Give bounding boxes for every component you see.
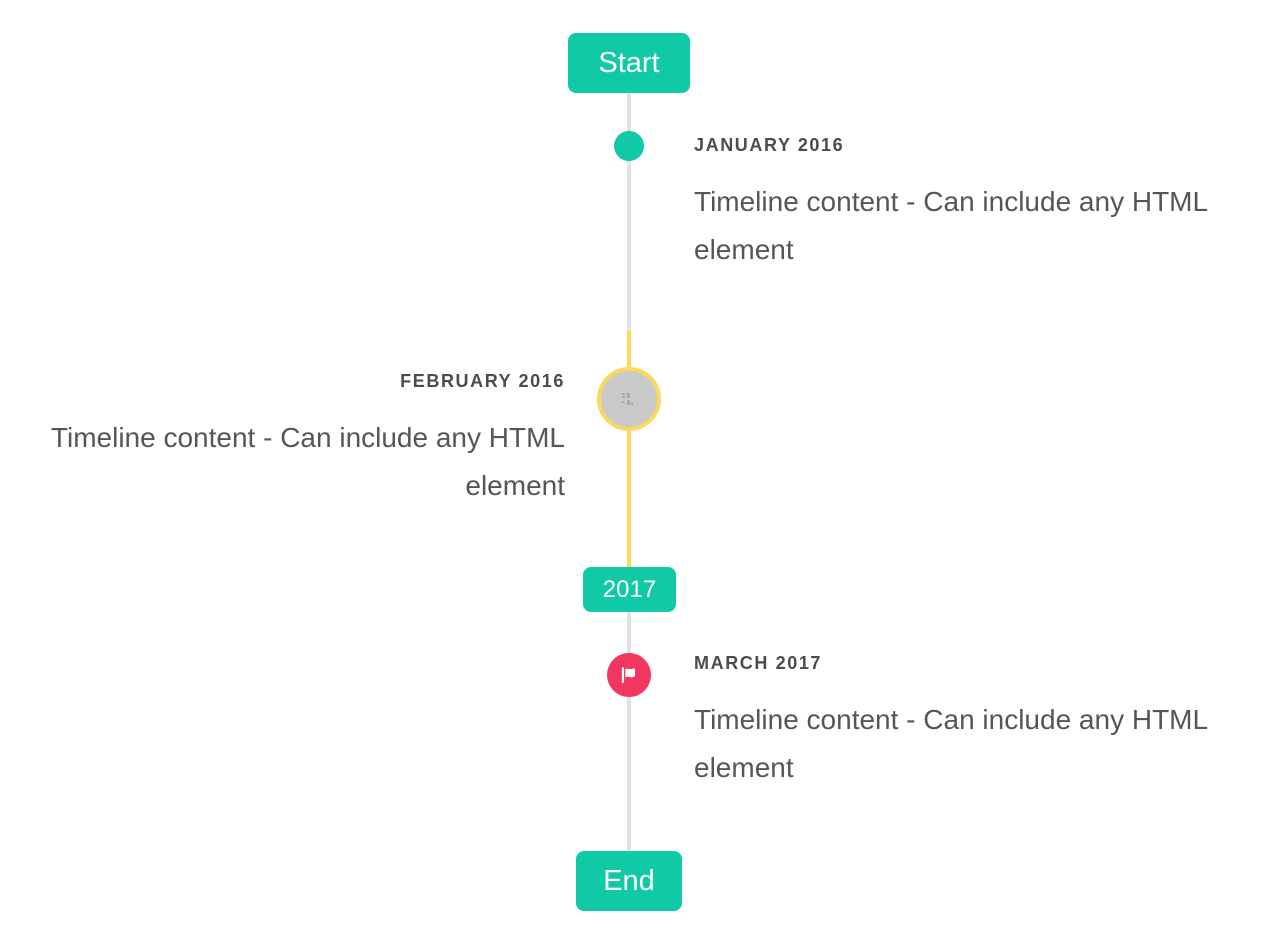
timeline-entry: FEBRUARY 2016 Timeline content - Can inc… <box>25 370 565 510</box>
timeline-line-segment <box>627 93 631 330</box>
end-badge[interactable]: End <box>576 851 682 911</box>
flag-marker[interactable] <box>607 653 651 697</box>
entry-date: MARCH 2017 <box>694 653 823 673</box>
timeline-line-highlighted-segment <box>627 330 631 567</box>
timeline-line-segment <box>627 611 631 851</box>
entry-content: Timeline content - Can include any HTML … <box>694 186 1208 265</box>
entry-date: FEBRUARY 2016 <box>400 371 565 391</box>
image-marker[interactable] <box>597 367 661 431</box>
timeline-entry: MARCH 2017 Timeline content - Can includ… <box>694 652 1234 792</box>
dot-marker[interactable] <box>614 131 644 161</box>
timeline-entry: JANUARY 2016 Timeline content - Can incl… <box>694 134 1234 274</box>
entry-date: JANUARY 2016 <box>694 135 845 155</box>
entry-content: Timeline content - Can include any HTML … <box>694 704 1208 783</box>
broken-image-icon <box>622 392 633 405</box>
entry-content: Timeline content - Can include any HTML … <box>50 422 565 501</box>
flag-icon <box>621 667 636 683</box>
year-2017-badge[interactable]: 2017 <box>583 567 676 612</box>
start-badge[interactable]: Start <box>568 33 690 93</box>
